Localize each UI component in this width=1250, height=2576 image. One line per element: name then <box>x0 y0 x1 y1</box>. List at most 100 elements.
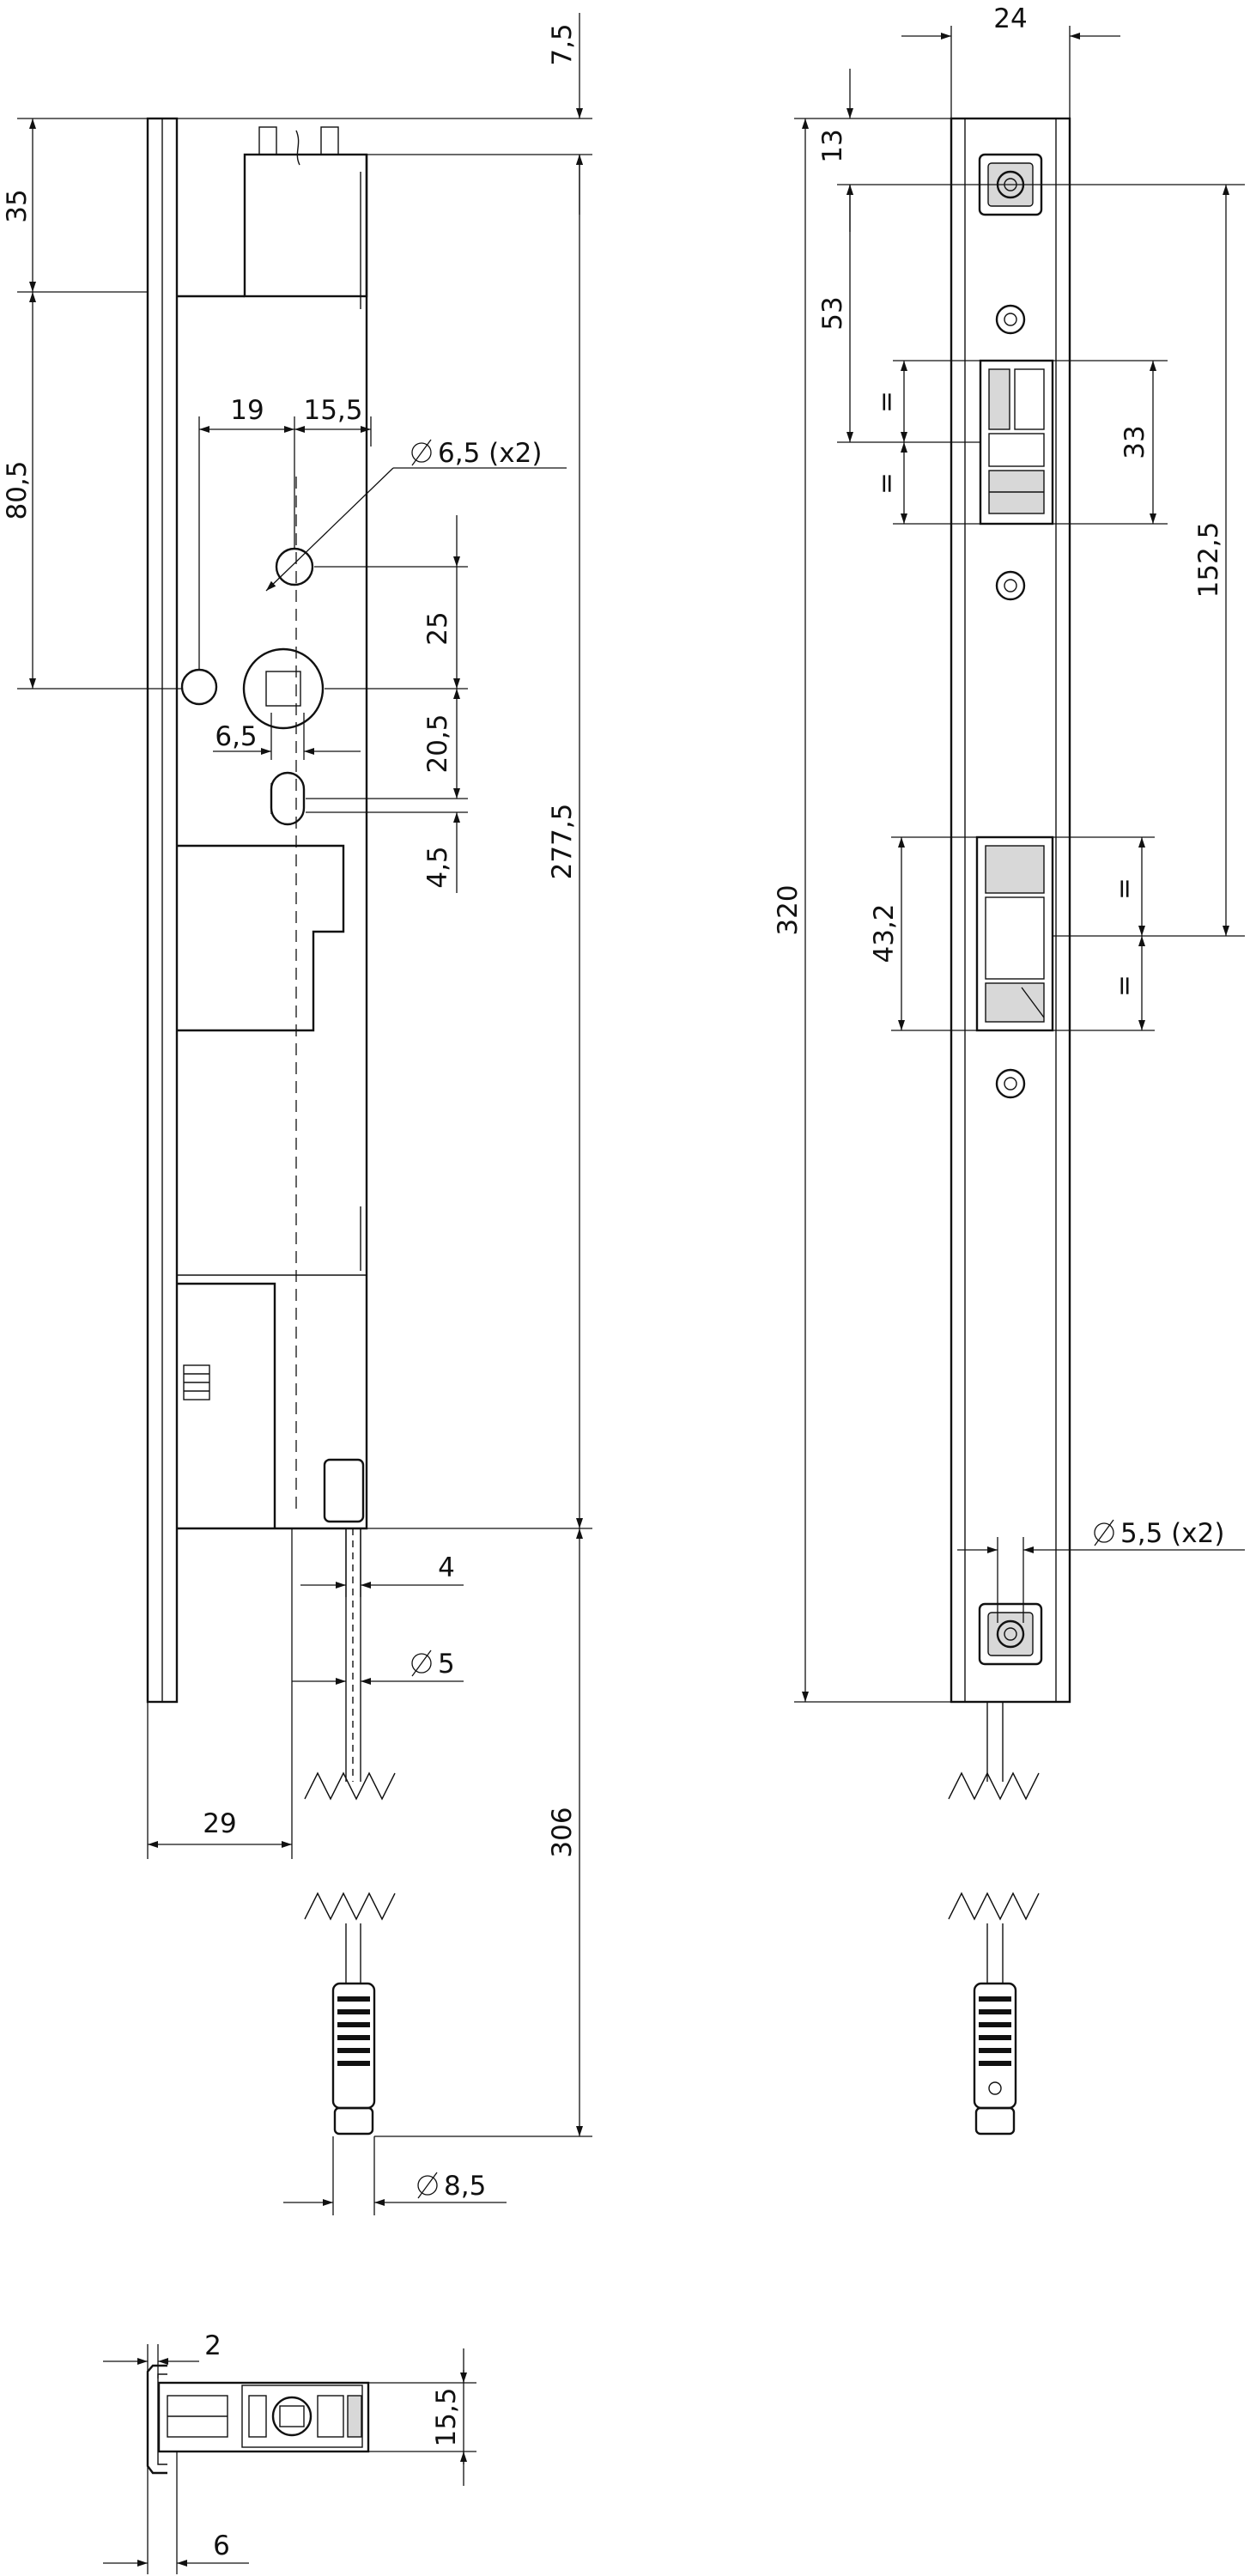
front-hole-2-core <box>1004 579 1017 592</box>
front-upper-latch-part3 <box>988 433 1045 467</box>
side-top-tab-left <box>258 126 277 155</box>
dim-7-5-label: 7,5 <box>547 23 578 65</box>
top-view-cylinder-core <box>279 2405 305 2427</box>
side-fixing-hole-top <box>275 547 314 586</box>
diameter-slash-5 <box>411 1649 432 1677</box>
diameter-symbol-8-5 <box>417 2175 438 2196</box>
front-hole-2 <box>995 570 1026 601</box>
dim-80-5-label: 80,5 <box>2 460 33 519</box>
side-body-outline <box>177 155 368 1530</box>
diameter-slash-5-5 <box>1094 1519 1114 1546</box>
dim-eq-1-label: = <box>871 391 902 413</box>
dim-24-label: 24 <box>993 3 1027 34</box>
side-cylinder-ring <box>242 647 325 730</box>
top-view-mech-part2 <box>317 2395 344 2438</box>
side-lower-module <box>177 1282 276 1528</box>
front-cable-break-lower <box>948 1892 1040 1921</box>
top-view-cylinder <box>271 2396 312 2437</box>
top-view-mechanism <box>241 2385 363 2448</box>
dim-eq-4-label: = <box>1109 975 1140 997</box>
diameter-symbol-5 <box>411 1653 432 1674</box>
dim-152-5-label: 152,5 <box>1193 522 1224 598</box>
side-connector-rib2 <box>337 2009 370 2014</box>
front-cable-break-upper <box>948 1771 1040 1801</box>
dim-277-5-label: 277,5 <box>547 804 578 880</box>
dim-4-5-label: 4,5 <box>422 846 453 888</box>
front-bottom-screw-core <box>1004 1627 1017 1641</box>
dim-29-label: 29 <box>203 1808 236 1839</box>
front-connector-rib3 <box>979 2022 1011 2027</box>
side-cable-gland <box>323 1458 365 1523</box>
front-lower-latch-part3 <box>985 982 1045 1023</box>
front-connector-rib2 <box>979 2009 1011 2014</box>
side-cylinder-key <box>265 671 301 707</box>
side-connector-rib6 <box>337 2061 370 2066</box>
front-upper-latch-part1 <box>988 368 1010 430</box>
side-cable-break-lower <box>304 1892 396 1921</box>
front-bottom-screw-housing <box>978 1602 1043 1666</box>
diameter-symbol-5-5 <box>1094 1522 1114 1543</box>
diameter-symbol-6-5 <box>411 442 432 463</box>
front-view <box>948 117 1071 2136</box>
front-connector-body <box>973 1982 1017 2110</box>
top-view-mech-part3 <box>347 2395 362 2438</box>
dim-306-label: 306 <box>547 1807 578 1857</box>
front-bottom-screw <box>996 1619 1025 1649</box>
dim-33-label: 33 <box>1120 425 1150 459</box>
dim-53-label: 53 <box>817 296 848 330</box>
dim-eq-2-label: = <box>871 472 902 495</box>
dim-6-5-label: 6,5 <box>215 721 257 752</box>
dim-35-label: 35 <box>2 189 33 222</box>
front-view-dimensions: 24 13 53 = = 33 152,5 320 43 <box>773 3 1245 1703</box>
dim-19-label: 19 <box>230 395 264 426</box>
dim-15-5-label: 15,5 <box>303 395 362 426</box>
front-connector-rib1 <box>979 1996 1011 2002</box>
front-lower-latch-part1 <box>985 845 1045 894</box>
side-connector-rib1 <box>337 1996 370 2002</box>
front-connector-tip <box>974 2106 1016 2136</box>
dim-43-2-label: 43,2 <box>869 903 900 963</box>
side-latch-block <box>177 844 345 1032</box>
dim-13-label: 13 <box>817 129 848 162</box>
side-connector-tip <box>333 2106 374 2136</box>
side-top-tab-right <box>320 126 339 155</box>
dim-hole-6-5-label: 6,5 (x2) <box>438 438 542 469</box>
dim-6-label: 6 <box>213 2530 230 2561</box>
side-top-wire <box>295 130 300 166</box>
dim-2-label: 2 <box>204 2330 221 2361</box>
side-view <box>146 117 396 2136</box>
front-hole-1 <box>995 304 1026 335</box>
front-connector-rib5 <box>979 2048 1011 2053</box>
dim-dia5-label: 5 <box>438 1649 455 1680</box>
top-view: 2 15,5 6 <box>103 2330 476 2574</box>
dim-20-5-label: 20,5 <box>422 714 453 773</box>
dim-320-label: 320 <box>773 884 804 935</box>
diameter-slash-8-5 <box>417 2172 438 2199</box>
side-connector-rib4 <box>337 2035 370 2040</box>
dim-dia55-label: 5,5 (x2) <box>1120 1518 1224 1549</box>
front-lower-latch-part2 <box>985 896 1045 980</box>
dim-25-label: 25 <box>422 611 453 645</box>
side-slot-hole <box>270 771 306 826</box>
front-lower-latch-diag <box>1021 987 1045 1018</box>
front-bottom-screw-inner <box>987 1612 1034 1656</box>
front-connector-rib6 <box>979 2061 1011 2066</box>
side-top-block <box>243 153 368 298</box>
front-hole-1-core <box>1004 313 1017 326</box>
dim-4-label: 4 <box>438 1552 455 1583</box>
side-cable-break-upper <box>304 1771 396 1801</box>
diameter-slash-6-5 <box>411 439 432 466</box>
front-hole-3 <box>995 1068 1026 1099</box>
top-view-mech-part1 <box>248 2395 267 2438</box>
side-connector-rib5 <box>337 2048 370 2053</box>
front-upper-latch-part2 <box>1014 368 1045 430</box>
leader-hole-6-5 <box>265 467 394 592</box>
front-lower-latch <box>975 835 1054 1032</box>
side-connector-body <box>331 1982 376 2110</box>
side-connector-rib3 <box>337 2022 370 2027</box>
dim-15-5b-label: 15,5 <box>431 2387 462 2446</box>
front-hole-3-core <box>1004 1077 1017 1091</box>
dim-dia85-label: 8,5 <box>444 2171 486 2202</box>
dim-eq-3-label: = <box>1109 878 1140 900</box>
